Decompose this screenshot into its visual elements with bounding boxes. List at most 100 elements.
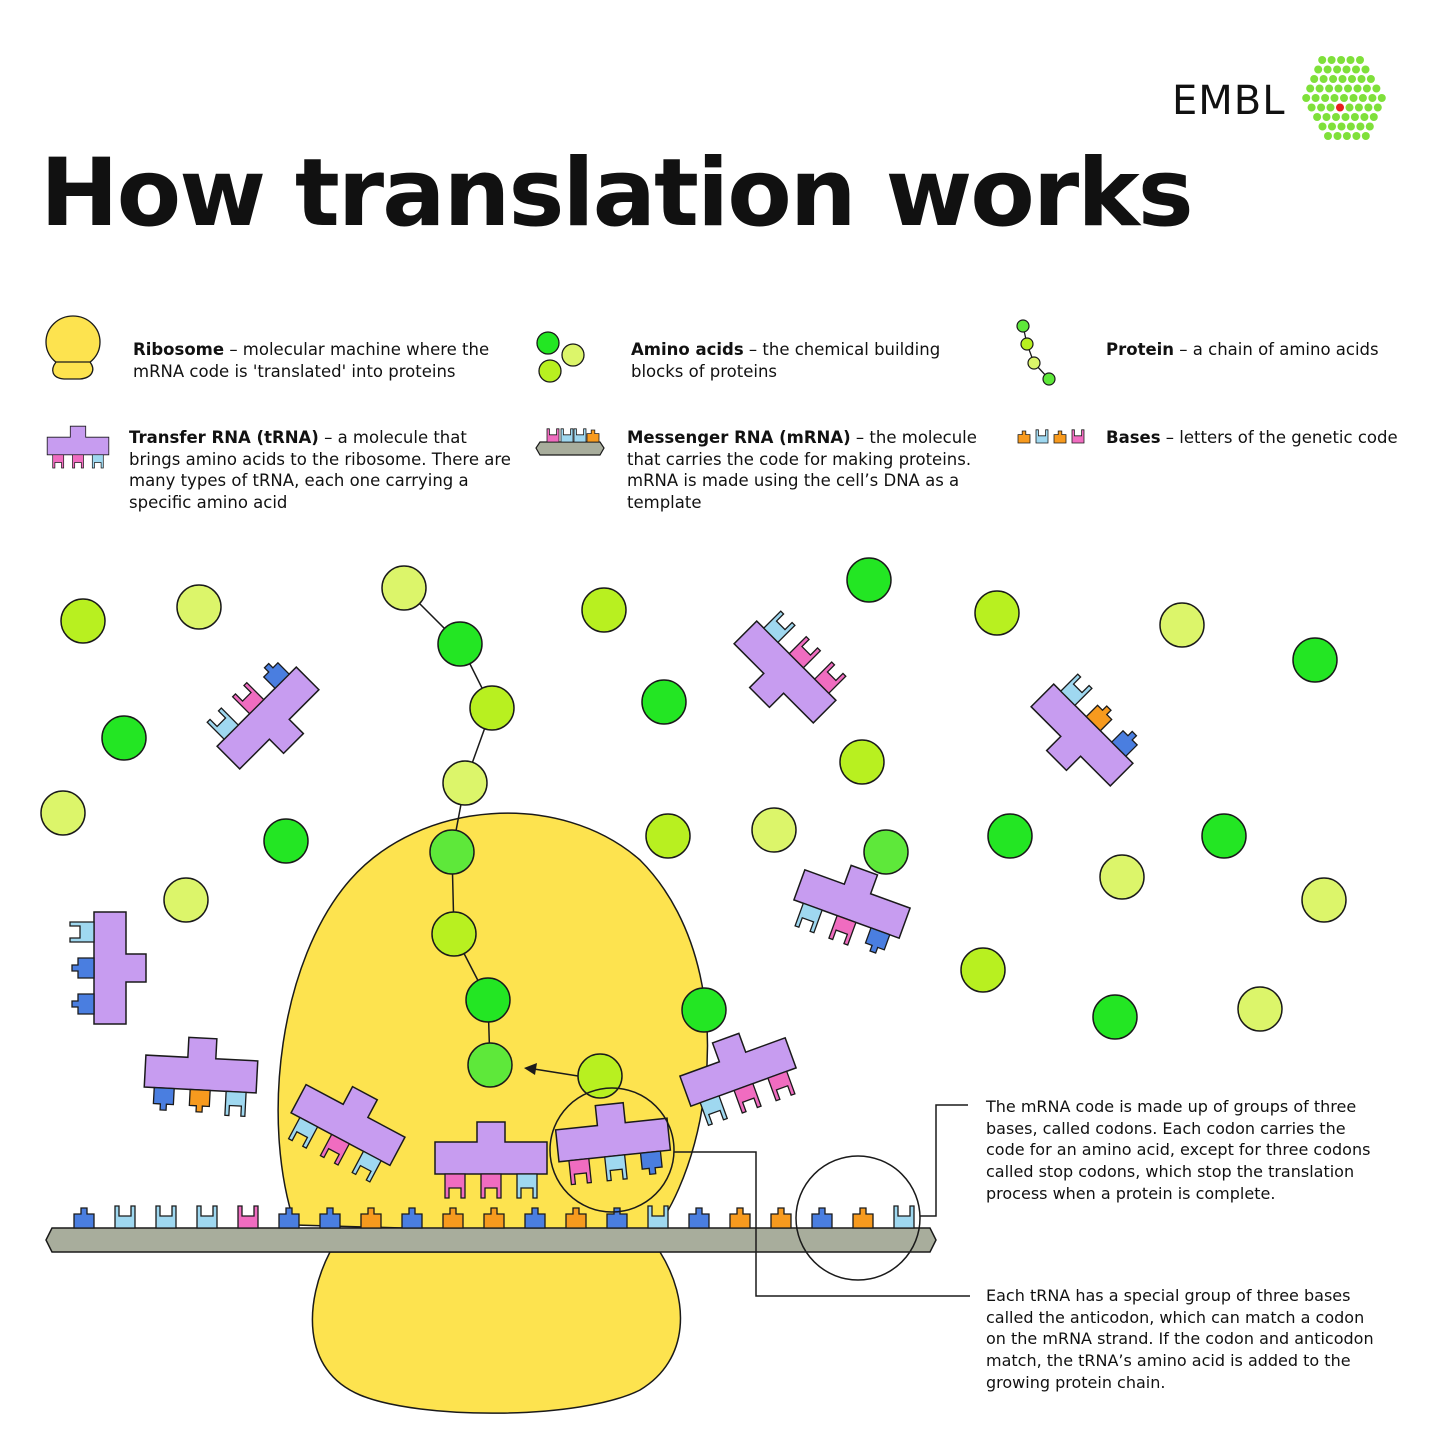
- legend-mrna: Messenger RNA (mRNA) – the molecule that…: [627, 427, 1002, 513]
- legend-bases: Bases – letters of the genetic code: [1106, 427, 1406, 449]
- embl-logo-mark: [1302, 56, 1386, 140]
- trna-legend-icon: [46, 425, 110, 469]
- logo-dot: [1333, 132, 1342, 140]
- trna-amino-acid: [863, 829, 909, 875]
- page-title: How translation works: [40, 139, 1194, 248]
- protein-amino-acid: [467, 1042, 513, 1088]
- logo-dot: [1361, 65, 1370, 74]
- mrna-base-lightblue: [114, 1205, 136, 1229]
- logo-dot: [1342, 132, 1351, 140]
- codon-note: The mRNA code is made up of groups of th…: [986, 1097, 1371, 1203]
- logo-dot: [1352, 132, 1361, 140]
- legend-protein: Protein – a chain of amino acids: [1106, 339, 1406, 361]
- legend-term: Messenger RNA (mRNA): [627, 428, 851, 447]
- logo-dot: [1318, 122, 1327, 131]
- legend-desc: – a molecule that brings amino acids to …: [129, 428, 511, 512]
- free-amino-acids: [40, 557, 1347, 1040]
- trna-free: [143, 1034, 260, 1118]
- mrna-base-blue: [811, 1207, 833, 1229]
- codon-callout: [795, 1104, 968, 1281]
- mrna-legend-icon: [535, 428, 605, 456]
- legend-amino-acids: Amino acids – the chemical building bloc…: [631, 339, 951, 382]
- legend-desc: – a chain of amino acids: [1179, 340, 1379, 359]
- logo-dot: [1341, 113, 1350, 121]
- legend-term: Bases: [1106, 428, 1161, 447]
- anticodon-note: Each tRNA has a special group of three b…: [986, 1286, 1374, 1392]
- logo-dot: [1313, 113, 1322, 121]
- logo-dot: [1361, 132, 1370, 140]
- logo-dot: [1352, 65, 1360, 74]
- ribosome-legend-icon: [45, 315, 101, 380]
- logo-dot: [1330, 94, 1339, 102]
- trna-amino-acid: [681, 987, 727, 1033]
- protein-amino-acid: [442, 760, 488, 806]
- logo-dot: [1353, 84, 1362, 93]
- logo-dot: [1364, 103, 1373, 112]
- logo-dot: [1332, 113, 1340, 121]
- logo-dot: [1307, 103, 1316, 112]
- logo-dot: [1342, 65, 1351, 74]
- trna-amino-acid: [577, 1053, 623, 1099]
- protein-amino-acid: [429, 829, 475, 875]
- logo-dot: [1357, 75, 1366, 83]
- trna-free: [206, 657, 334, 784]
- peptide-bond-arrow: [524, 1063, 579, 1077]
- trna-free: [719, 610, 847, 738]
- mrna-base-orange: [852, 1207, 874, 1229]
- legend-ribosome: Ribosome – molecular machine where the m…: [133, 339, 503, 382]
- logo-dot: [1317, 103, 1326, 112]
- anticodon-callout: [549, 1087, 970, 1297]
- logo-dot: [1354, 103, 1363, 112]
- ribosome-small-subunit: [311, 1251, 682, 1414]
- legend-desc: – the chemical building blocks of protei…: [631, 340, 941, 381]
- logo-dot: [1348, 75, 1356, 83]
- legend-term: Amino acids: [631, 340, 744, 359]
- legend-desc: – the molecule that carries the code for…: [627, 428, 977, 512]
- mrna-base-lightblue: [155, 1205, 177, 1229]
- logo-dot: [1314, 65, 1323, 74]
- protein-amino-acid: [381, 565, 427, 611]
- protein-amino-acid: [431, 911, 477, 957]
- logo-dot: [1337, 122, 1346, 131]
- logo-dot: [1337, 56, 1346, 64]
- logo-dot: [1345, 103, 1354, 112]
- logo-dot: [1349, 94, 1358, 102]
- protein-legend-icon: [1016, 319, 1056, 386]
- logo-dot: [1362, 84, 1371, 93]
- logo-dot: [1356, 122, 1365, 131]
- logo-dot: [1326, 103, 1335, 112]
- logo-dot: [1340, 94, 1348, 102]
- logo-dot: [1346, 56, 1355, 64]
- logo-dot: [1333, 65, 1342, 74]
- logo-dot: [1373, 103, 1382, 112]
- logo-dot: [1368, 94, 1377, 102]
- logo-dot: [1372, 84, 1381, 93]
- logo-dot: [1319, 75, 1328, 83]
- logo-dot: [1324, 132, 1332, 140]
- logo-dot: [1321, 94, 1330, 102]
- protein-amino-acid: [469, 685, 515, 731]
- legend-term: Protein: [1106, 340, 1175, 359]
- logo-dot: [1329, 75, 1338, 83]
- logo-dot: [1360, 113, 1369, 121]
- mrna-base-blue: [688, 1207, 710, 1229]
- logo-dot: [1315, 84, 1324, 93]
- mrna-base-pink: [237, 1205, 259, 1229]
- mrna-strand: [45, 1205, 937, 1253]
- logo-dot: [1328, 122, 1336, 131]
- logo-dot: [1369, 113, 1378, 121]
- legend-trna: Transfer RNA (tRNA) – a molecule that br…: [129, 427, 514, 513]
- mrna-base-orange: [770, 1207, 792, 1229]
- legend-desc: – letters of the genetic code: [1165, 428, 1398, 447]
- logo-dot: [1365, 122, 1374, 131]
- mrna-base-lightblue: [196, 1205, 218, 1229]
- mrna-base-orange: [729, 1207, 751, 1229]
- logo-dot: [1350, 113, 1359, 121]
- logo-dot: [1336, 103, 1344, 112]
- legend-term: Transfer RNA (tRNA): [129, 428, 319, 447]
- bases-legend-icon: [1017, 429, 1085, 444]
- protein-amino-acid: [465, 977, 511, 1023]
- logo-dot: [1338, 75, 1347, 83]
- logo-dot: [1366, 75, 1375, 83]
